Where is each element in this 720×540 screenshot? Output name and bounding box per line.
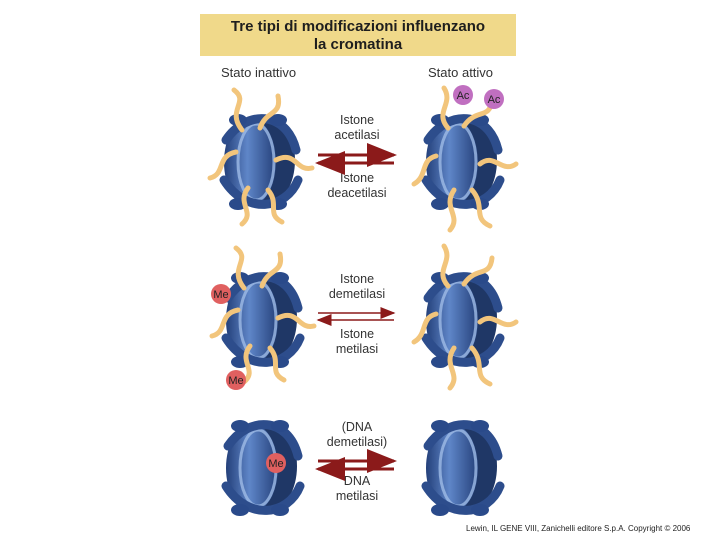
enzyme-line: (DNA	[341, 420, 373, 434]
enzyme-histone-deacetylase: Istone deacetilasi	[297, 171, 417, 201]
nucleosome-inactive-row2	[212, 248, 314, 382]
state-active-label: Stato attivo	[428, 65, 494, 80]
title-line-2: la cromatina	[313, 36, 403, 53]
enzyme-histone-methylase: Istone metilasi	[297, 327, 417, 357]
enzyme-line: Istone	[339, 113, 375, 127]
enzyme-line: deacetilasi	[327, 186, 387, 200]
copyright-credit: Lewin, IL GENE VIII, Zanichelli editore …	[466, 524, 691, 533]
me-mark-1: Me	[211, 284, 231, 304]
title-box: Tre tipi di modificazioni influenzano la…	[200, 14, 516, 56]
enzyme-histone-demethylase: Istone demetilasi	[297, 272, 417, 302]
enzyme-line: DNA	[343, 474, 371, 488]
ac-mark-1: Ac	[453, 85, 473, 105]
enzyme-dna-methylase: DNA metilasi	[297, 474, 417, 504]
me-mark-label: Me	[228, 375, 243, 387]
title-line-1: Tre tipi di modificazioni influenzano	[230, 18, 486, 35]
me-mark-label: Me	[268, 458, 283, 470]
nucleosome-active-row2	[414, 246, 516, 388]
me-mark-label: Me	[213, 289, 228, 301]
ac-mark-label: Ac	[457, 90, 470, 102]
state-inactive-label: Stato inattivo	[221, 65, 297, 80]
enzyme-line: metilasi	[335, 489, 379, 503]
enzyme-line: acetilasi	[334, 128, 380, 142]
enzyme-line: Istone	[339, 327, 375, 341]
enzyme-dna-demethylase: (DNA demetilasi)	[297, 420, 417, 450]
ac-mark-label: Ac	[488, 94, 501, 106]
me-mark-2: Me	[226, 370, 246, 390]
enzyme-line: metilasi	[335, 342, 379, 356]
nucleosome-active-row3	[426, 420, 500, 516]
me-mark-3: Me	[266, 453, 286, 473]
nucleosome-active-row1	[414, 88, 516, 230]
nucleosome-inactive-row1	[210, 90, 312, 224]
enzyme-line: Istone	[339, 171, 375, 185]
enzyme-line: Istone	[339, 272, 375, 286]
ac-mark-2: Ac	[484, 89, 504, 109]
enzyme-histone-acetylase: Istone acetilasi	[297, 113, 417, 143]
enzyme-line: demetilasi)	[326, 435, 388, 449]
enzyme-line: demetilasi	[328, 287, 386, 301]
nucleosome-inactive-row3	[226, 420, 300, 516]
